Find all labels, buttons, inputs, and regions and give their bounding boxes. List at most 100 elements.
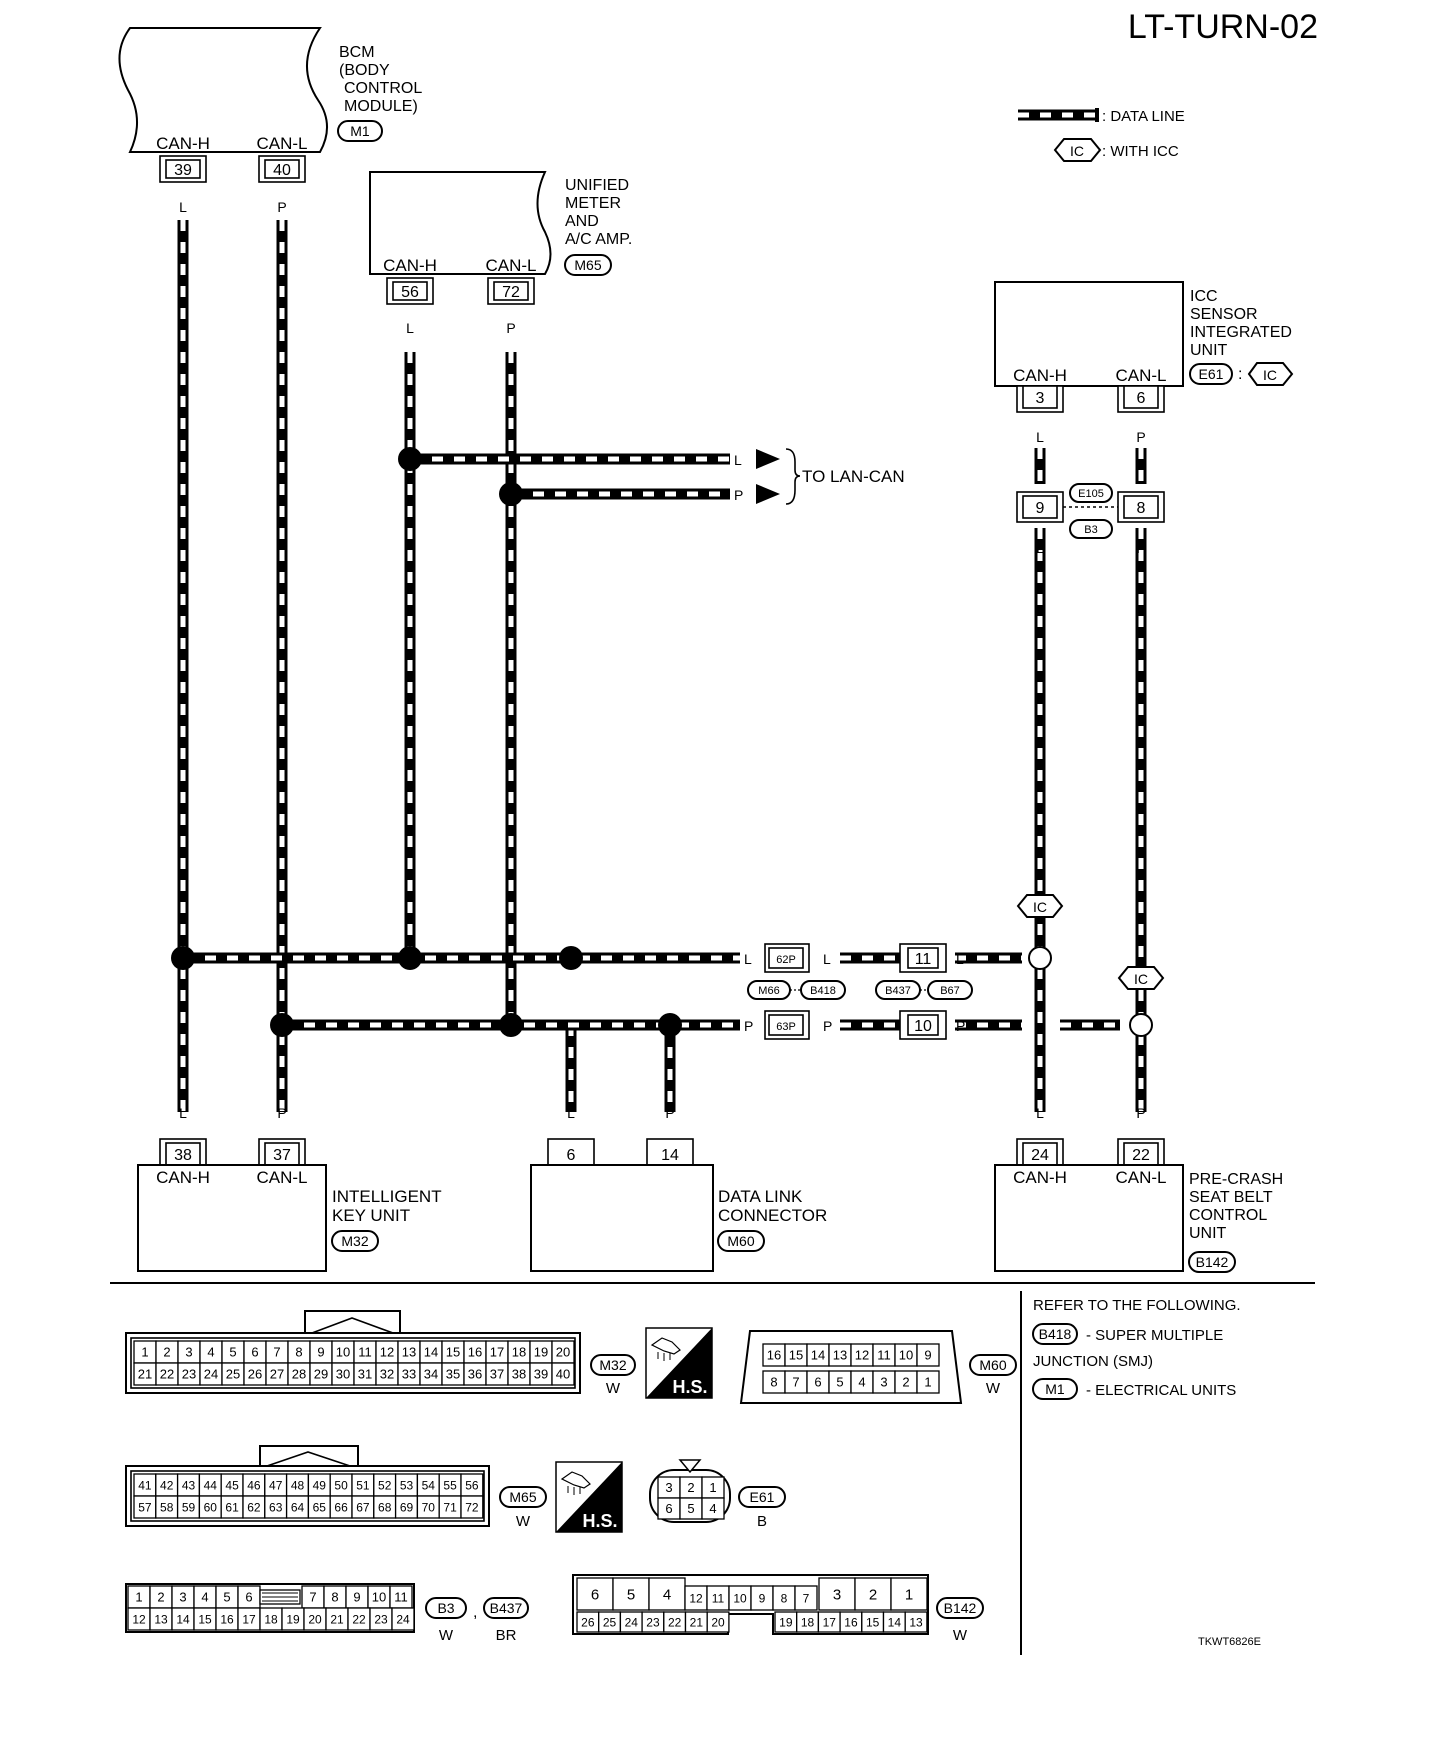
- cavity-number: 31: [358, 1367, 372, 1382]
- cavity-number: 3: [665, 1480, 672, 1495]
- cavity-number: 4: [709, 1501, 716, 1516]
- cavity-number: 5: [229, 1345, 236, 1360]
- cavity-number: 27: [270, 1367, 284, 1382]
- cavity-number: 50: [334, 1478, 348, 1492]
- cavity-number: 62: [247, 1500, 261, 1514]
- cavity-number: 66: [334, 1500, 348, 1514]
- cavity-number: 25: [226, 1367, 240, 1382]
- precrash-name-line: UNIT: [1189, 1225, 1227, 1242]
- wire-color-label: L: [744, 951, 752, 967]
- cavity-number: 17: [823, 1615, 837, 1629]
- connector-cavity: [648, 1577, 686, 1611]
- connector-cavity: [818, 1577, 856, 1611]
- ikey-name-line: KEY UNIT: [332, 1206, 410, 1225]
- connector-color: W: [986, 1380, 1001, 1397]
- cavity-number: 34: [424, 1367, 438, 1382]
- joint-pin: 63P: [776, 1021, 796, 1033]
- precrash-code: B142: [1196, 1254, 1229, 1270]
- connector-color: BR: [496, 1627, 517, 1644]
- wire-color-label: L: [1036, 429, 1044, 445]
- cavity-number: 18: [801, 1615, 815, 1629]
- cavity-number: 5: [223, 1590, 230, 1605]
- meter-unit: CAN-H CAN-L UNIFIED METER AND A/C AMP. M…: [369, 171, 632, 336]
- ikey-pin-37: 37: [258, 1138, 306, 1166]
- cavity-number: 28: [292, 1367, 306, 1382]
- cavity-number: 68: [378, 1500, 392, 1514]
- wire-color-label: L: [823, 951, 831, 967]
- joint-pin: 62P: [776, 954, 796, 966]
- cavity-number: 19: [534, 1345, 548, 1360]
- cavity-number: 32: [380, 1367, 394, 1382]
- icc-pin2-label: CAN-L: [1115, 366, 1166, 385]
- cavity-number: 1: [141, 1345, 148, 1360]
- ikey-code: M32: [341, 1233, 368, 1249]
- connector-cavity: [854, 1577, 892, 1611]
- cavity-number: 52: [378, 1478, 392, 1492]
- svg-text:,: ,: [473, 1604, 477, 1621]
- cavity-number: 64: [291, 1500, 305, 1514]
- cavity-number: 35: [446, 1367, 460, 1382]
- meter-pin-56: 56: [386, 277, 434, 305]
- cavity-number: 21: [138, 1367, 152, 1382]
- cavity-number: 2: [163, 1345, 170, 1360]
- icc-unit: CAN-H CAN-L ICC SENSOR INTEGRATED UNIT E…: [994, 281, 1294, 445]
- cavity-number: 17: [242, 1612, 256, 1626]
- cavity-number: 26: [248, 1367, 262, 1382]
- cavity-number: 22: [352, 1612, 366, 1626]
- cavity-number: 43: [182, 1478, 196, 1492]
- cavity-number: 16: [844, 1615, 858, 1629]
- cavity-number: 6: [665, 1501, 672, 1516]
- figure-code: TKWT6826E: [1198, 1636, 1261, 1648]
- cavity-number: 39: [534, 1367, 548, 1382]
- cavity-number: 12: [132, 1612, 146, 1626]
- connector-cavity: [391, 1607, 415, 1631]
- svg-text::: :: [1238, 366, 1242, 383]
- cavity-number: 60: [204, 1500, 218, 1514]
- cavity-number: 54: [422, 1478, 436, 1492]
- cavity-number: 15: [789, 1348, 803, 1363]
- joint-pin: 10: [914, 1018, 932, 1035]
- bcm-name-line: BCM: [339, 44, 375, 61]
- cavity-number: 12: [855, 1348, 869, 1363]
- cavity-number: 48: [291, 1478, 305, 1492]
- connector-cavity: [460, 1495, 484, 1519]
- cavity-number: 5: [687, 1501, 694, 1516]
- cavity-number: 23: [646, 1615, 660, 1629]
- cavity-number: 42: [160, 1478, 174, 1492]
- joint-b437-b67: 11 L B437 B67 10 P: [875, 943, 973, 1040]
- cavity-number: 61: [225, 1500, 239, 1514]
- dlc-pin: 6: [567, 1147, 576, 1164]
- cavity-number: 9: [759, 1591, 766, 1605]
- connector-code: B437: [490, 1600, 523, 1616]
- meter-pin1-label: CAN-H: [383, 256, 437, 275]
- cavity-number: 3: [880, 1375, 887, 1390]
- wire-color-label: L: [179, 1105, 187, 1121]
- connector-code: M32: [599, 1357, 626, 1373]
- cavity-number: 11: [394, 1590, 408, 1605]
- svg-text:24: 24: [1031, 1147, 1049, 1164]
- meter-name-line: A/C AMP.: [565, 231, 632, 248]
- wire-color-label: L: [1036, 1105, 1044, 1121]
- data-link-connector: L P 6 14 DATA LINK CONNECTOR M60: [530, 1105, 827, 1272]
- connector-code: B3: [437, 1600, 454, 1616]
- cavity-number: 3: [833, 1586, 841, 1603]
- cavity-number: 10: [899, 1348, 913, 1363]
- cavity-number: 7: [792, 1375, 799, 1390]
- cavity-number: 3: [179, 1590, 186, 1605]
- wire-color-label: P: [277, 199, 286, 215]
- icc-pin1-label: CAN-H: [1013, 366, 1067, 385]
- cavity-number: 8: [770, 1375, 777, 1390]
- connector-cavity: [701, 1497, 725, 1520]
- svg-text:IC: IC: [1033, 899, 1047, 915]
- svg-text:38: 38: [174, 1147, 192, 1164]
- cavity-number: 16: [767, 1348, 781, 1363]
- hs-icon: H.S.: [555, 1461, 623, 1533]
- cavity-number: 70: [422, 1500, 436, 1514]
